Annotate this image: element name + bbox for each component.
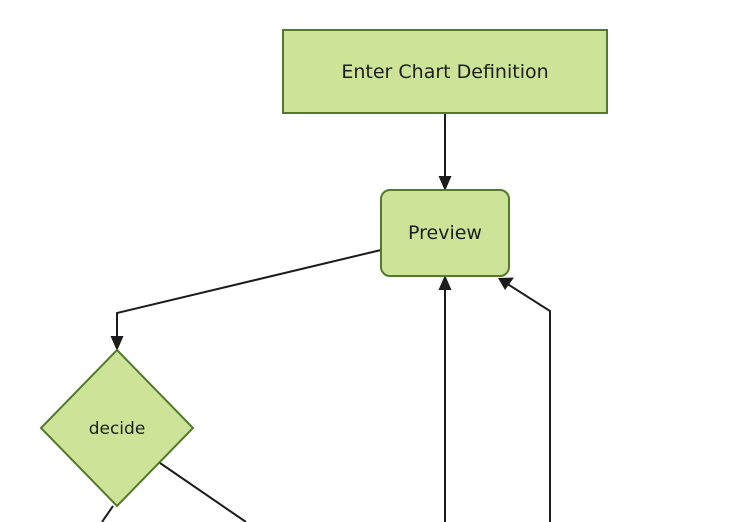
edge-line [116, 249, 382, 341]
edge-loop-center-to-preview [438, 275, 452, 522]
edge-decide-out-bottom [101, 505, 114, 522]
edge-line [505, 282, 551, 522]
edge-line [101, 505, 114, 522]
edge-preview-to-decide [110, 249, 382, 351]
edge-loop-right-to-preview [498, 277, 551, 522]
arrowhead-icon [438, 275, 452, 290]
node-decide[interactable]: decide [39, 348, 195, 508]
node-label-decide: decide [89, 419, 146, 439]
node-preview[interactable]: Preview [380, 189, 510, 277]
node-enter-chart-definition[interactable]: Enter Chart Definition [282, 29, 608, 114]
node-label-enter-chart-definition: Enter Chart Definition [341, 61, 548, 83]
arrowhead-icon [498, 277, 514, 290]
edge-decide-out-right [159, 462, 247, 522]
node-label-preview: Preview [408, 222, 482, 244]
node-rectangle[interactable] [282, 29, 608, 114]
arrowhead-icon [110, 336, 124, 351]
edge-enter-to-preview [438, 113, 452, 191]
node-diamond[interactable] [39, 348, 195, 508]
arrowhead-icon [438, 176, 452, 191]
edge-line [159, 462, 247, 522]
node-rounded-rectangle[interactable] [380, 189, 510, 277]
